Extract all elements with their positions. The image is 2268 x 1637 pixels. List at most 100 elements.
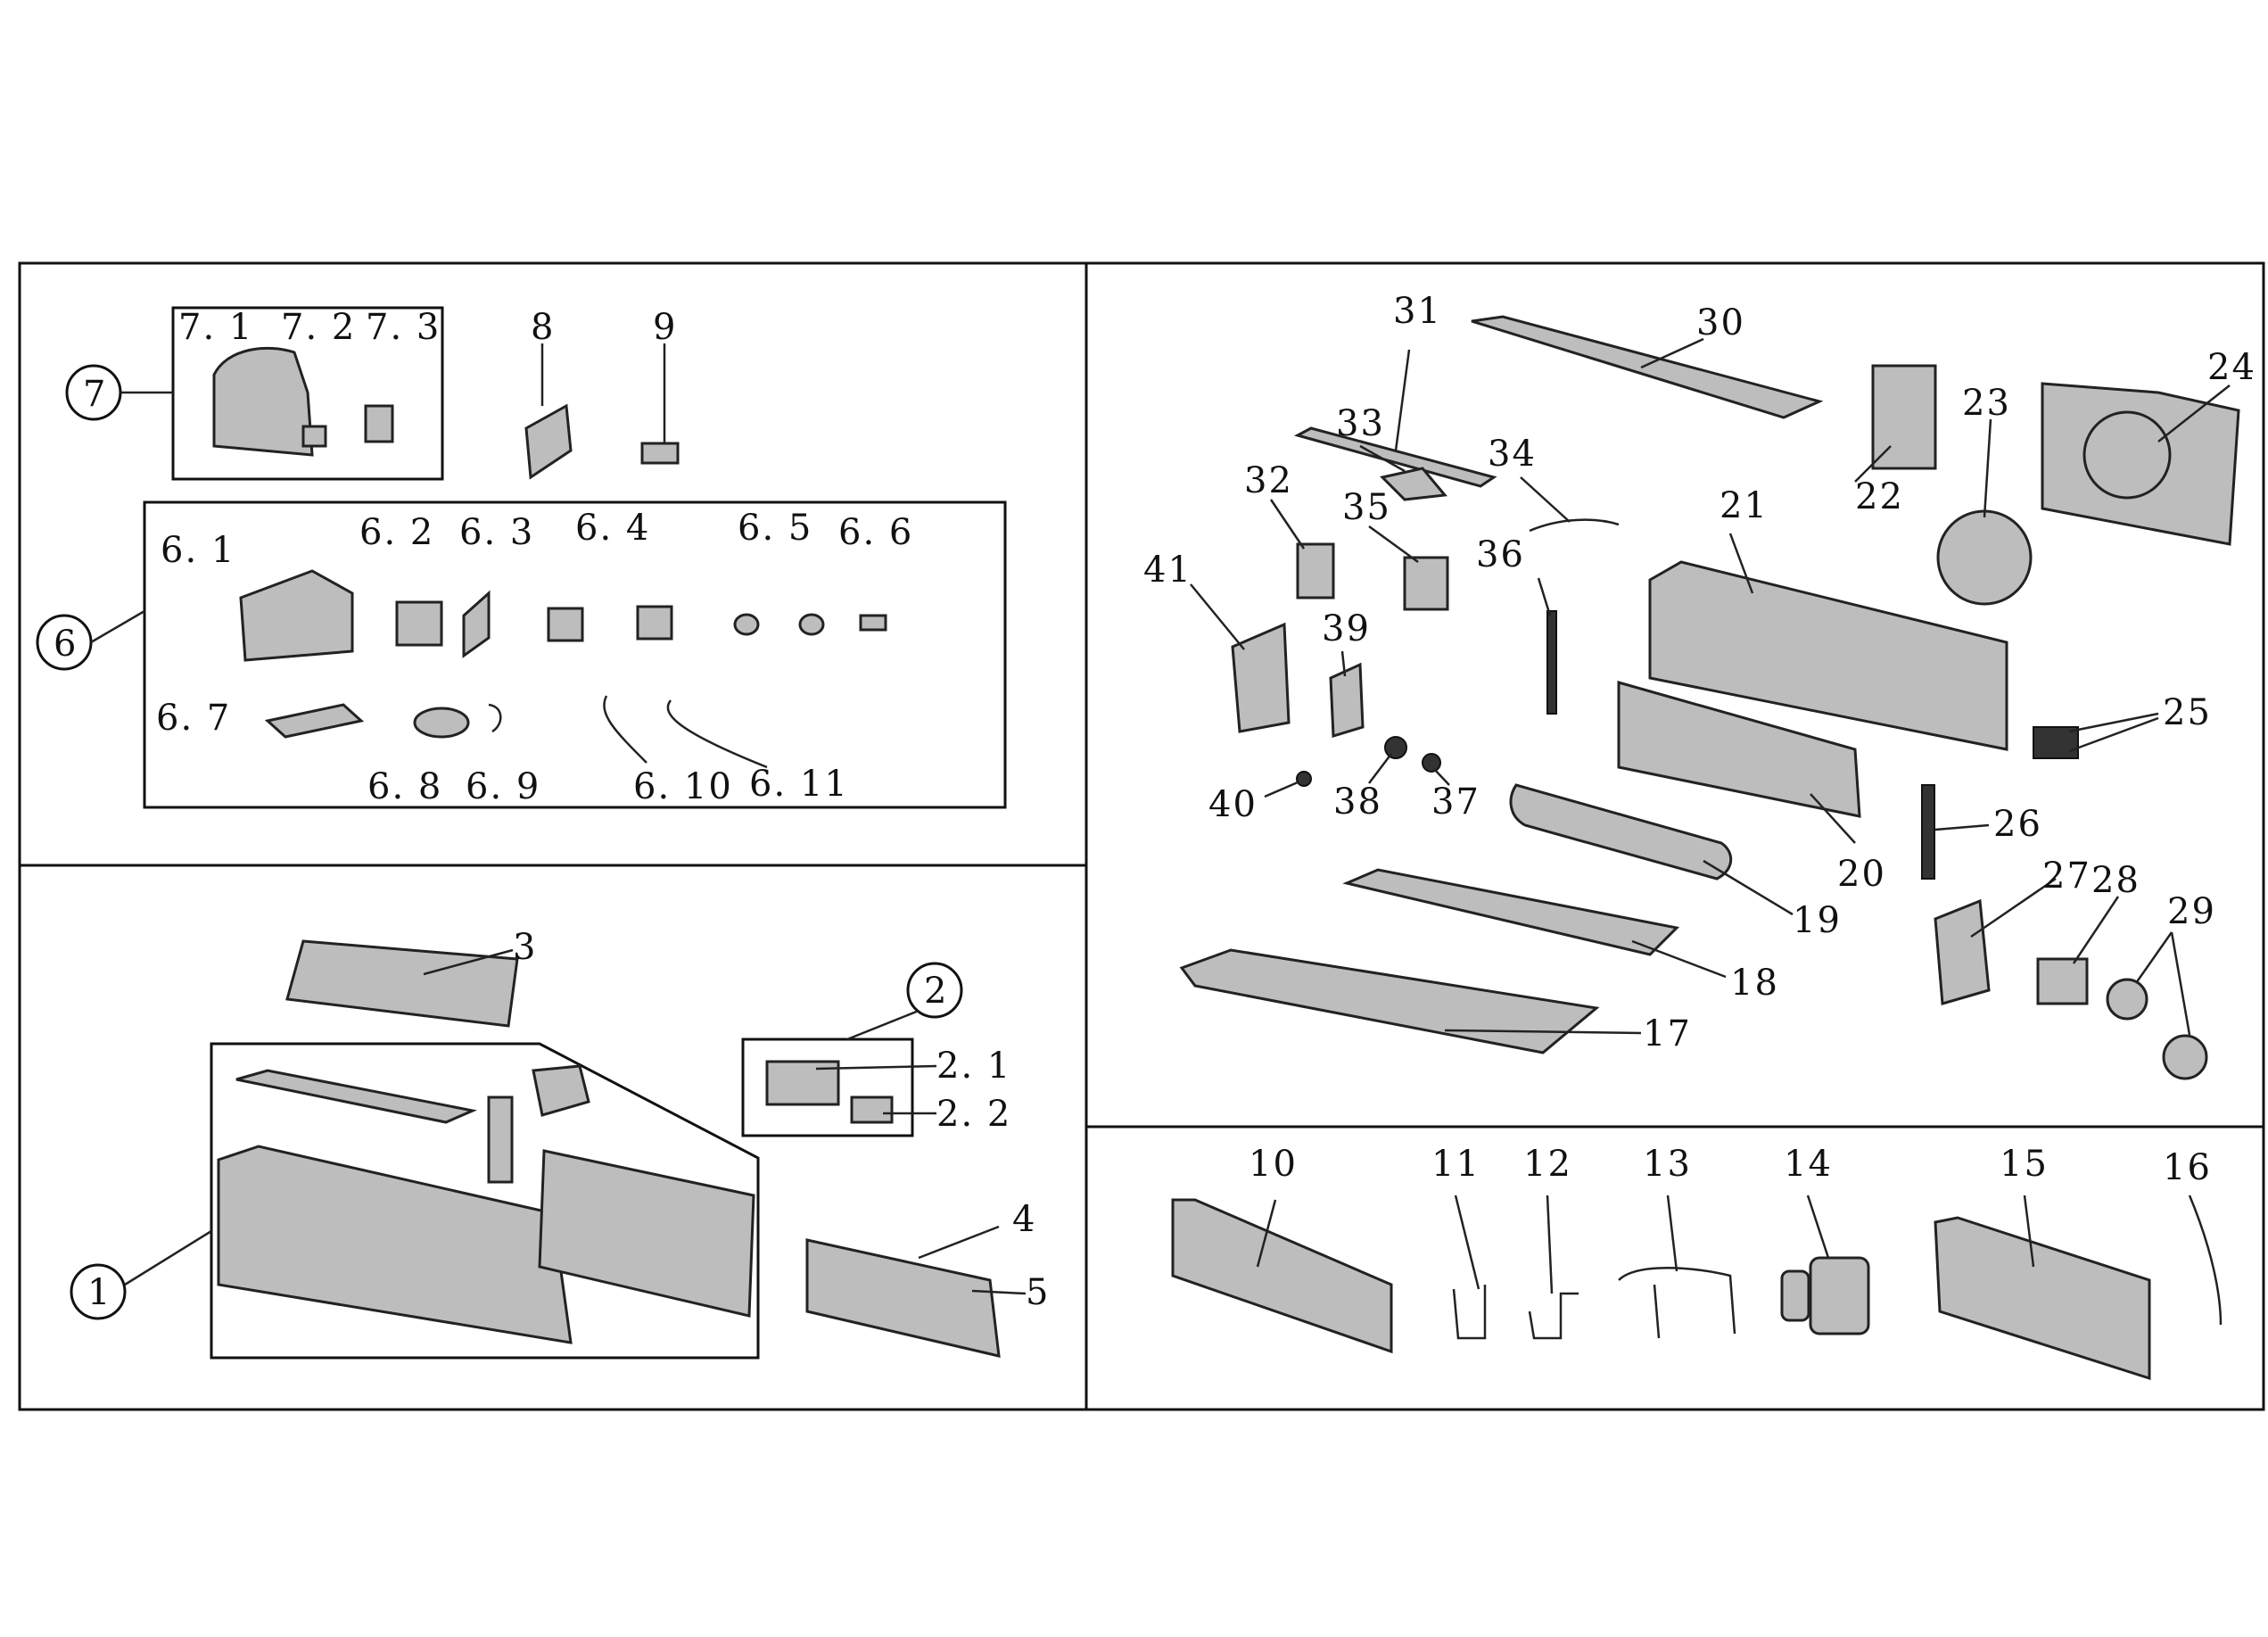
part-6-2-board	[395, 600, 443, 647]
part-34-cable	[1529, 518, 1620, 533]
label-13: 13	[1643, 1144, 1692, 1185]
part-6-4-capacitor-a	[547, 607, 584, 642]
group-1-callout	[70, 1263, 127, 1320]
label-2-2: 2. 2	[936, 1094, 1011, 1135]
part-26-rod	[1921, 784, 1935, 880]
part-36-rod	[1546, 610, 1557, 715]
label-29: 29	[2167, 891, 2216, 932]
label-8: 8	[531, 307, 555, 348]
group-1	[70, 1042, 760, 1360]
part-6-9-ring	[488, 703, 502, 733]
label-2-1: 2. 1	[936, 1046, 1011, 1087]
label-35: 35	[1342, 487, 1391, 528]
panel-frames	[18, 261, 2265, 1411]
part-20-scroll-housing	[1617, 681, 1861, 818]
part-11-tube	[1452, 1285, 1487, 1340]
label-34: 34	[1488, 434, 1537, 475]
label-6-2: 6. 2	[359, 512, 434, 553]
label-11: 11	[1431, 1144, 1480, 1185]
part-12-tube	[1528, 1292, 1579, 1340]
label-6: 6	[54, 624, 78, 665]
part-6-7-tray	[264, 703, 365, 739]
part-6-5-connector-a	[733, 613, 760, 636]
label-14: 14	[1784, 1144, 1833, 1185]
group-6-box	[143, 500, 1007, 809]
part-28-bracket	[2036, 957, 2089, 1005]
part-37-bushing	[1422, 753, 1441, 773]
part-4-chassis	[805, 1238, 1001, 1358]
part-6-11-wire	[666, 699, 768, 769]
label-7-1: 7. 1	[178, 307, 253, 348]
part-1-filter-strips	[487, 1095, 514, 1184]
label-41: 41	[1143, 550, 1192, 591]
label-28: 28	[2091, 860, 2140, 901]
label-23: 23	[1962, 383, 2011, 424]
part-6-3-plate	[462, 590, 491, 658]
part-23-fan-blade	[1936, 509, 2033, 606]
part-18-drain-tray	[1342, 868, 1680, 956]
part-1-door	[532, 1064, 590, 1117]
label-7: 7	[83, 374, 107, 415]
part-7-3-bracket	[364, 404, 394, 443]
label-7-3: 7. 3	[366, 307, 441, 348]
label-6-8: 6. 8	[367, 766, 442, 807]
part-22-grille	[1871, 364, 1937, 470]
label-20: 20	[1837, 854, 1886, 895]
label-5: 5	[1026, 1272, 1050, 1313]
part-27-fan-motor-plate	[1934, 898, 1991, 1005]
part-41-side-plate	[1231, 622, 1291, 733]
group-2	[741, 962, 963, 1137]
label-6-9: 6. 9	[466, 766, 540, 807]
label-6-7: 6. 7	[156, 698, 231, 739]
label-6-10: 6. 10	[633, 766, 733, 807]
label-18: 18	[1730, 963, 1779, 1004]
label-38: 38	[1333, 781, 1382, 823]
part-1-filter-frame	[538, 1149, 755, 1318]
part-6-8-cylinder	[413, 707, 470, 739]
label-19: 19	[1793, 900, 1842, 941]
part-labels: 7. 1 7. 2 7. 3 7 8 9 6. 1 6. 2 6. 3 6. 4…	[54, 291, 2255, 1313]
label-31: 31	[1393, 291, 1442, 332]
label-39: 39	[1322, 608, 1371, 649]
label-6-4: 6. 4	[575, 508, 650, 549]
label-6-5: 6. 5	[738, 508, 812, 549]
label-10: 10	[1249, 1144, 1298, 1185]
part-24-fan-shroud	[2041, 382, 2240, 546]
part-24-shroud-ring	[2082, 410, 2172, 500]
part-2-2-display	[850, 1095, 894, 1124]
label-40: 40	[1208, 784, 1258, 825]
part-29-motor-b	[2162, 1034, 2208, 1080]
panel-bottom-right	[1085, 1125, 2265, 1411]
label-21: 21	[1720, 485, 1769, 526]
label-17: 17	[1643, 1013, 1692, 1054]
part-21-back-panel	[1648, 560, 2008, 751]
group-7	[65, 306, 444, 481]
label-12: 12	[1523, 1144, 1572, 1185]
part-6-4-capacitor-b	[636, 605, 673, 641]
part-7-2-bracket	[301, 425, 327, 448]
part-40-screw	[1296, 771, 1312, 787]
label-3: 3	[513, 927, 537, 968]
part-6-6-coil	[859, 614, 887, 632]
part-10-coil	[1171, 1198, 1393, 1354]
part-1-top-grille	[235, 1069, 478, 1124]
label-6-3: 6. 3	[459, 512, 534, 553]
part-6-1-control-box	[239, 569, 354, 662]
part-13-tube	[1618, 1267, 1736, 1339]
label-7-2: 7. 2	[281, 307, 356, 348]
group-2-callout	[906, 962, 963, 1019]
part-16-wire	[2188, 1195, 2223, 1326]
part-14-accumulator	[1780, 1269, 1810, 1322]
label-36: 36	[1476, 534, 1525, 575]
label-32: 32	[1244, 460, 1293, 501]
label-1: 1	[87, 1272, 111, 1313]
label-25: 25	[2163, 692, 2212, 733]
part-17-base-pan	[1179, 948, 1600, 1054]
label-15: 15	[2000, 1144, 2049, 1185]
part-8-panel	[524, 403, 573, 480]
label-26: 26	[1993, 804, 2042, 845]
group-6	[36, 500, 1007, 809]
part-39-motor-mount	[1329, 662, 1365, 738]
label-9: 9	[653, 307, 677, 348]
